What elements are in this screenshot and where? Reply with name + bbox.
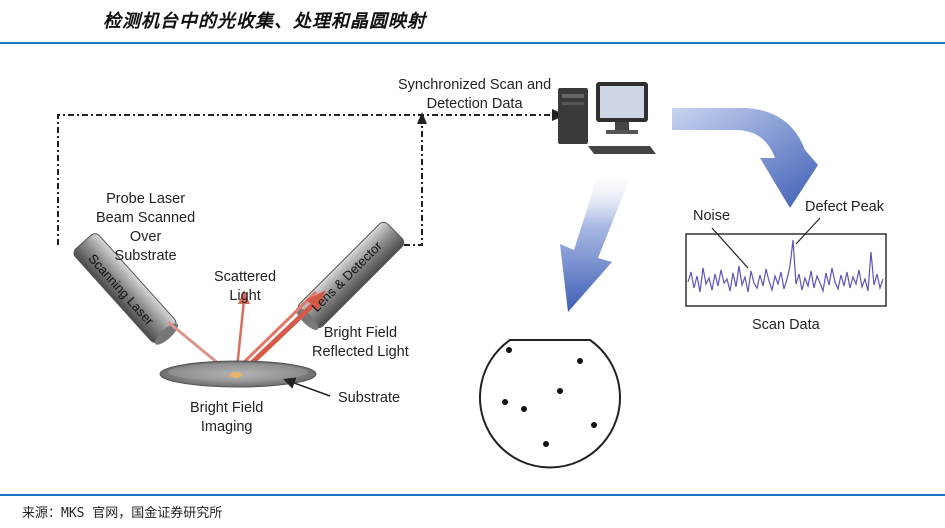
arrow-to-wafer-icon — [560, 168, 630, 312]
footer-rule — [0, 494, 945, 496]
feedback-loop-line — [57, 114, 550, 246]
sync-label: Synchronized Scan and Detection Data — [398, 77, 552, 112]
substrate-icon — [159, 360, 317, 388]
defect-peak-label: Defect Peak — [805, 199, 884, 215]
reflected-light-label: Bright Field Reflected Light — [312, 325, 409, 360]
scanning-laser-icon — [73, 233, 179, 345]
source-note: 来源：MKS 官网，国金证券研究所 — [22, 506, 223, 521]
bright-field-imaging-label: Bright Field Imaging — [190, 400, 264, 435]
noise-label: Noise — [693, 208, 731, 224]
page-title: 检测机台中的光收集、处理和晶圆映射 — [103, 11, 426, 32]
probe-laser-label: Probe Laser Beam Scanned Over Substrate — [96, 191, 196, 264]
scattered-light-label: Scattered Light — [214, 269, 277, 304]
header-rule — [0, 42, 945, 44]
scan-data-label: Scan Data — [752, 317, 820, 333]
wafer-map — [479, 339, 621, 469]
scan-signal-line — [687, 239, 884, 294]
substrate-label: Substrate — [338, 390, 401, 406]
loop-up-arrowhead — [417, 112, 427, 124]
arrow-to-scan-data-icon — [672, 108, 818, 208]
computer-icon — [558, 82, 656, 154]
substrate-pointer — [283, 377, 331, 397]
scan-data-plot — [685, 217, 887, 307]
